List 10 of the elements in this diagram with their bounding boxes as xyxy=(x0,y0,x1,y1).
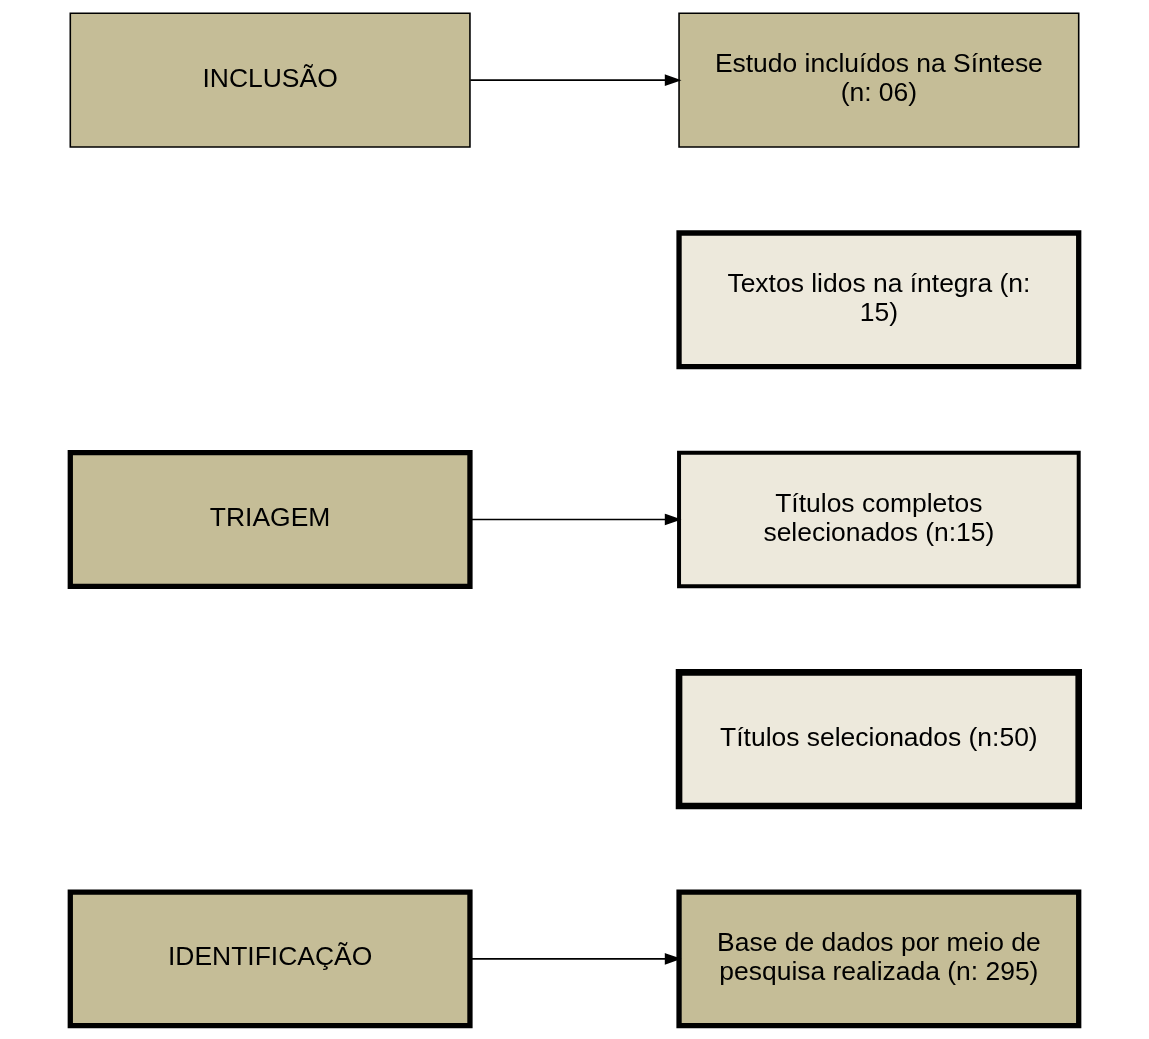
node-box: IDENTIFICAÇÃO xyxy=(67,889,473,1029)
node-box: Base de dados por meio de pesquisa realizada (n: 295) xyxy=(676,889,1082,1029)
node-box: Textos lidos na íntegra (n: 15) xyxy=(676,230,1082,370)
arrow xyxy=(469,513,682,526)
node-box: Títulos completos selecionados (n:15) xyxy=(677,450,1081,589)
node-box: INCLUSÃO xyxy=(69,12,471,148)
node-box: Estudo incluídos na Síntese (n: 06) xyxy=(678,12,1080,148)
arrow xyxy=(469,74,682,86)
node-box: Títulos selecionados (n:50) xyxy=(675,669,1082,810)
node-box: TRIAGEM xyxy=(67,450,473,589)
